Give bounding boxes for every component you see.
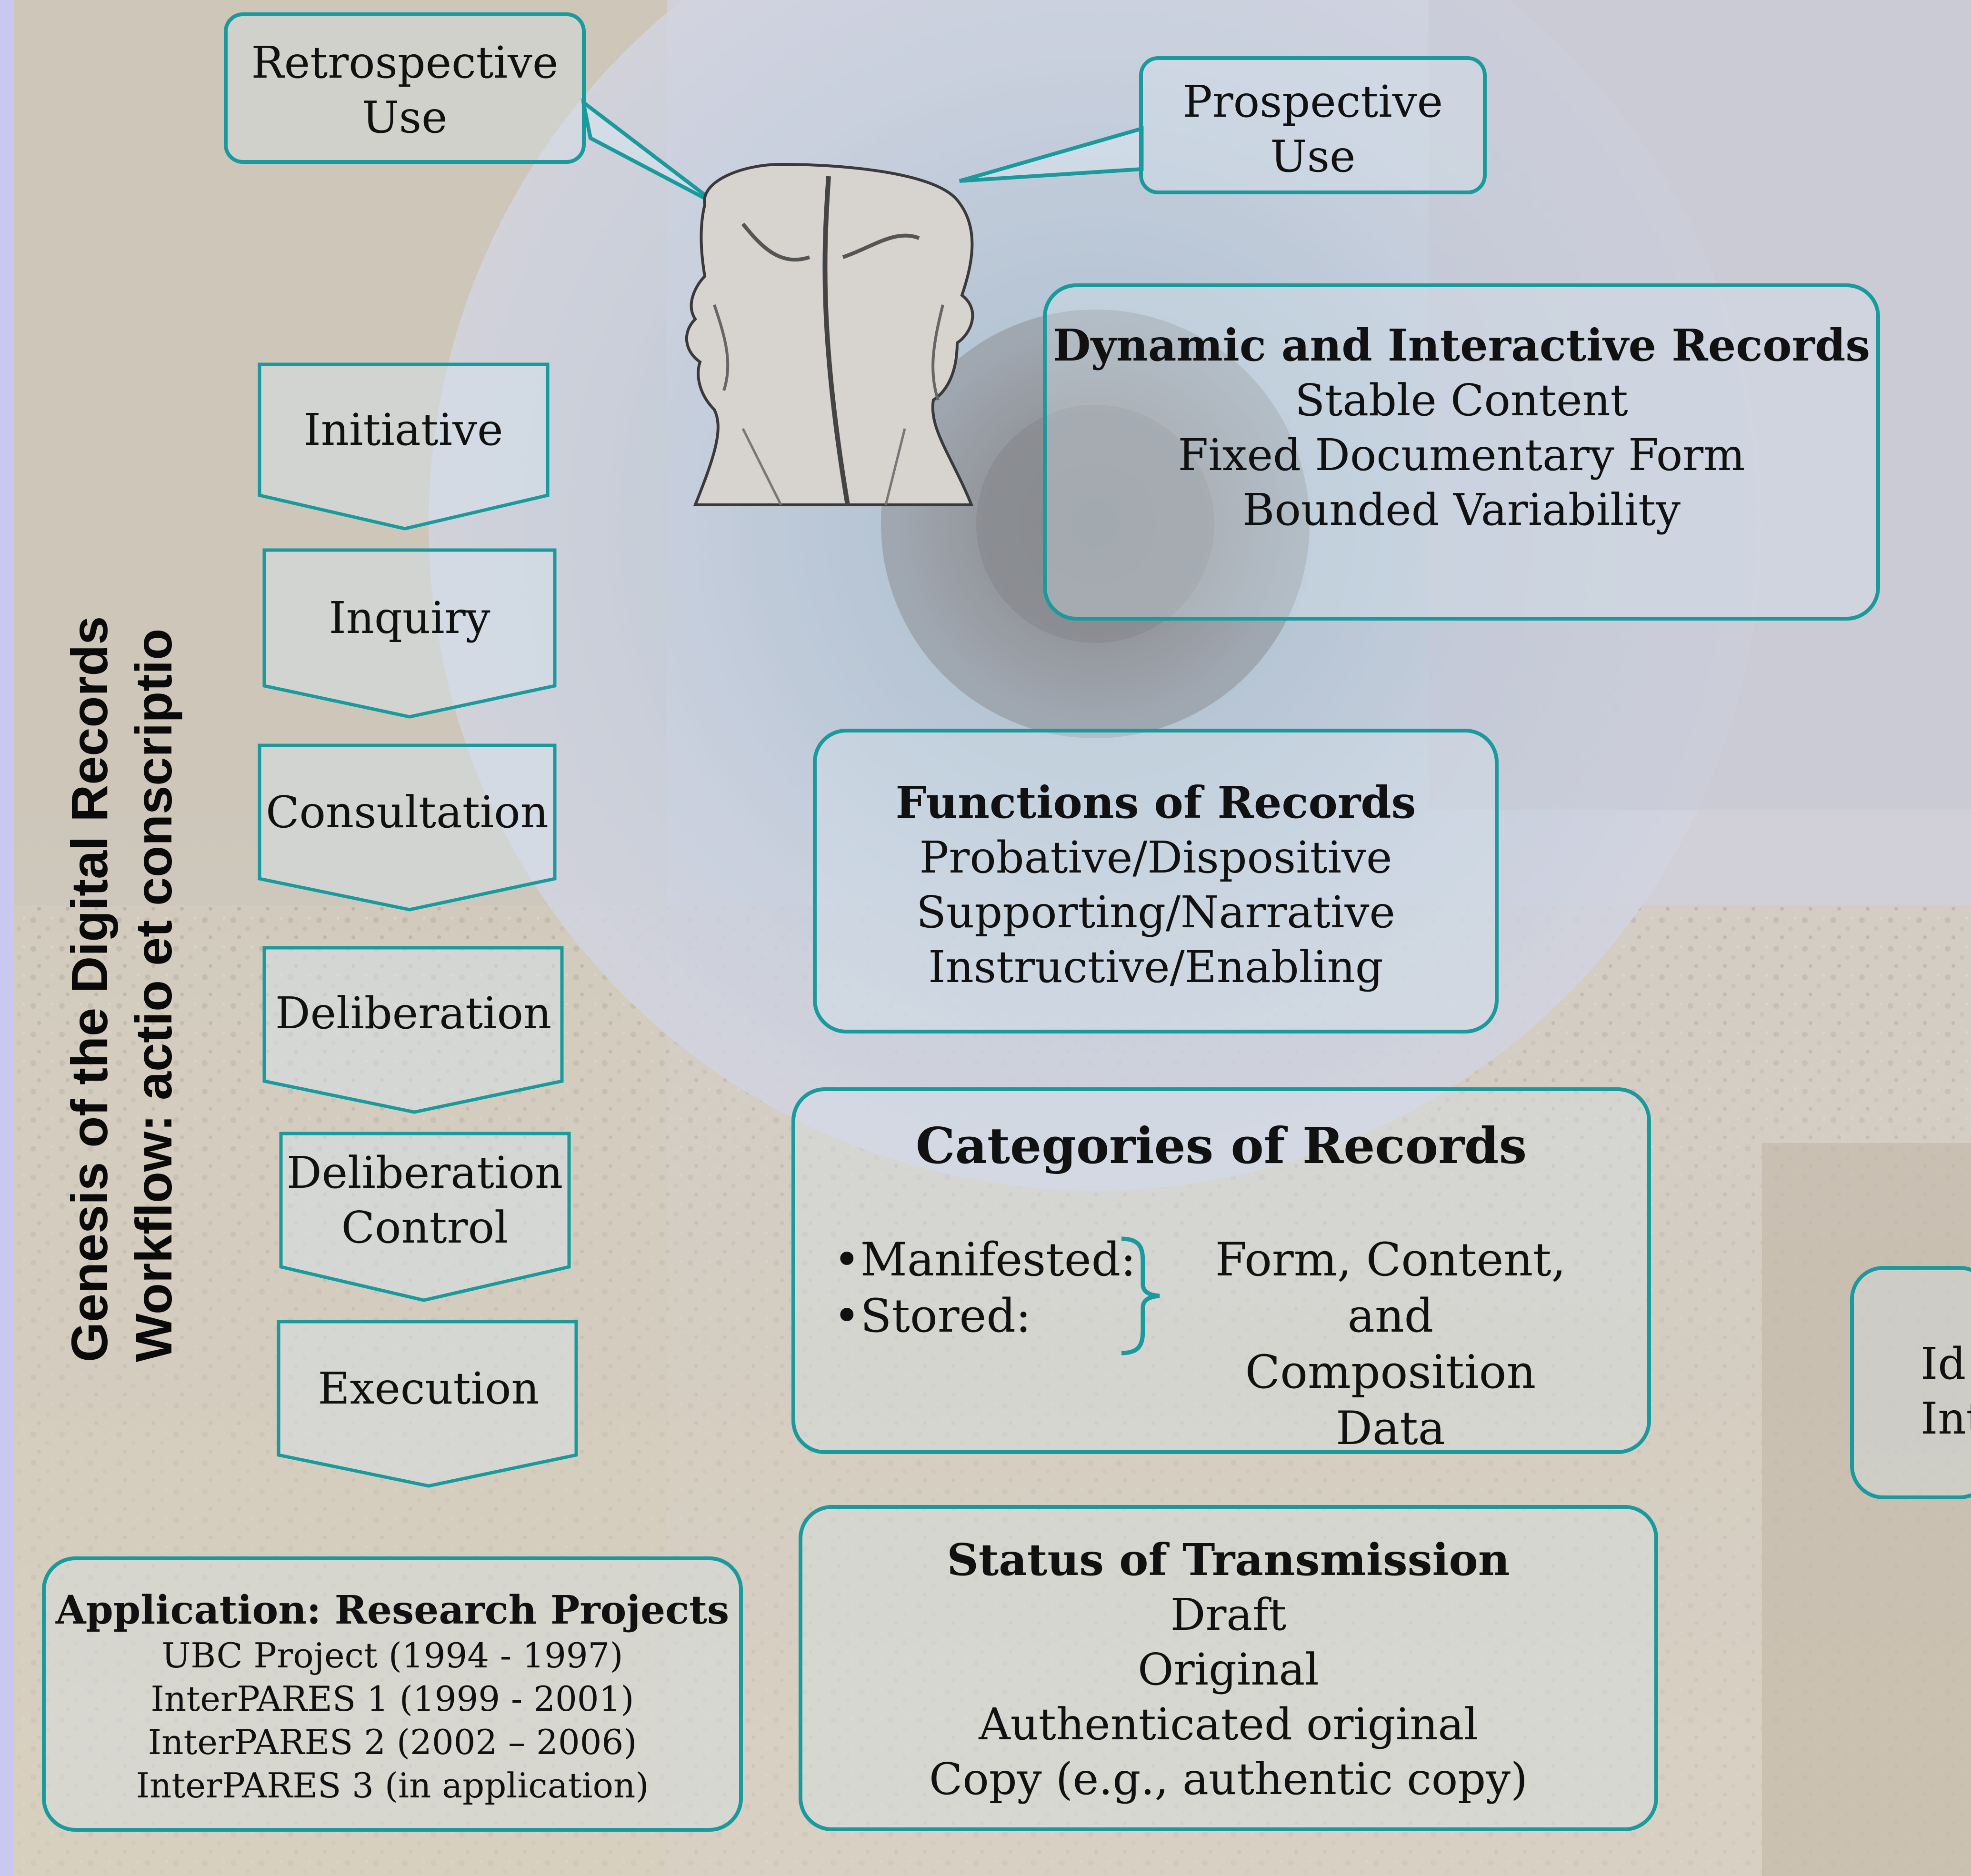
categories-title: Categories of Records <box>915 1116 1527 1175</box>
categories-bullet: •Stored: <box>833 1289 1031 1343</box>
categories-box: Categories of Records •Manifested: •Stor… <box>791 1087 1651 1455</box>
dynamic-records-item: Stable Content <box>1295 375 1628 426</box>
step-inquiry: Inquiry <box>329 592 490 643</box>
categories-bullets: •Manifested: •Stored: <box>833 1232 1136 1344</box>
prospective-line1: Prospective <box>1182 76 1443 127</box>
application-title: Application: Research Projects <box>55 1587 730 1633</box>
dynamic-records-title: Dynamic and Interactive Records <box>1052 320 1871 371</box>
application-item: InterPARES 2 (2002 – 2006) <box>148 1722 637 1762</box>
application-item: InterPARES 1 (1999 - 2001) <box>150 1679 634 1719</box>
transmission-item: Draft <box>1170 1589 1287 1640</box>
transmission-title: Status of Transmission <box>947 1534 1510 1585</box>
step-shape-execution <box>277 1320 578 1488</box>
step-consultation: Consultation <box>266 787 549 838</box>
step-shape-inquiry <box>262 548 557 719</box>
retrospective-line2: Use <box>362 92 448 143</box>
janus-head-icon <box>685 162 974 506</box>
retrospective-use-callout: Retrospective Use <box>224 12 586 164</box>
step-shape-consultation <box>258 743 557 912</box>
step-shape-initiative <box>258 362 550 531</box>
dynamic-records-box: Dynamic and Interactive Records Stable C… <box>1043 283 1880 621</box>
step-shape-deliberation-control <box>279 1132 571 1302</box>
step-deliberation-control: Deliberation Control <box>286 1147 563 1253</box>
clipped-right-text: Id Int <box>1921 1338 1971 1444</box>
categories-bracket-target: Form, Content, and Composition Data <box>1215 1233 1566 1455</box>
functions-title: Functions of Records <box>895 777 1416 828</box>
application-item: InterPARES 3 (in application) <box>136 1766 649 1806</box>
application-item: UBC Project (1994 - 1997) <box>161 1635 623 1675</box>
step-initiative: Initiative <box>303 404 503 455</box>
transmission-box: Status of Transmission Draft Original Au… <box>799 1505 1658 1831</box>
prospective-line2: Use <box>1270 131 1356 182</box>
transmission-item: Authenticated original <box>979 1699 1478 1750</box>
dynamic-records-item: Bounded Variability <box>1242 484 1681 535</box>
curly-brace-icon <box>1121 1236 1160 1355</box>
prospective-use-callout: Prospective Use <box>1139 56 1487 194</box>
step-shape-deliberation <box>262 946 564 1114</box>
retrospective-line1: Retrospective <box>251 37 559 88</box>
functions-item: Probative/Dispositive <box>919 832 1392 883</box>
application-box: Application: Research Projects UBC Proje… <box>42 1556 743 1832</box>
categories-bullet: •Manifested: <box>833 1233 1136 1286</box>
functions-box: Functions of Records Probative/Dispositi… <box>813 729 1499 1033</box>
functions-item: Instructive/Enabling <box>928 942 1383 993</box>
step-execution: Execution <box>318 1363 540 1414</box>
dynamic-records-item: Fixed Documentary Form <box>1178 430 1745 481</box>
step-deliberation: Deliberation <box>275 988 552 1039</box>
transmission-item: Copy (e.g., authentic copy) <box>929 1754 1528 1805</box>
clipped-right-box: Id Int <box>1850 1266 1971 1499</box>
left-accent-bar <box>0 0 14 1876</box>
functions-item: Supporting/Narrative <box>916 887 1395 938</box>
transmission-item: Original <box>1138 1644 1319 1695</box>
